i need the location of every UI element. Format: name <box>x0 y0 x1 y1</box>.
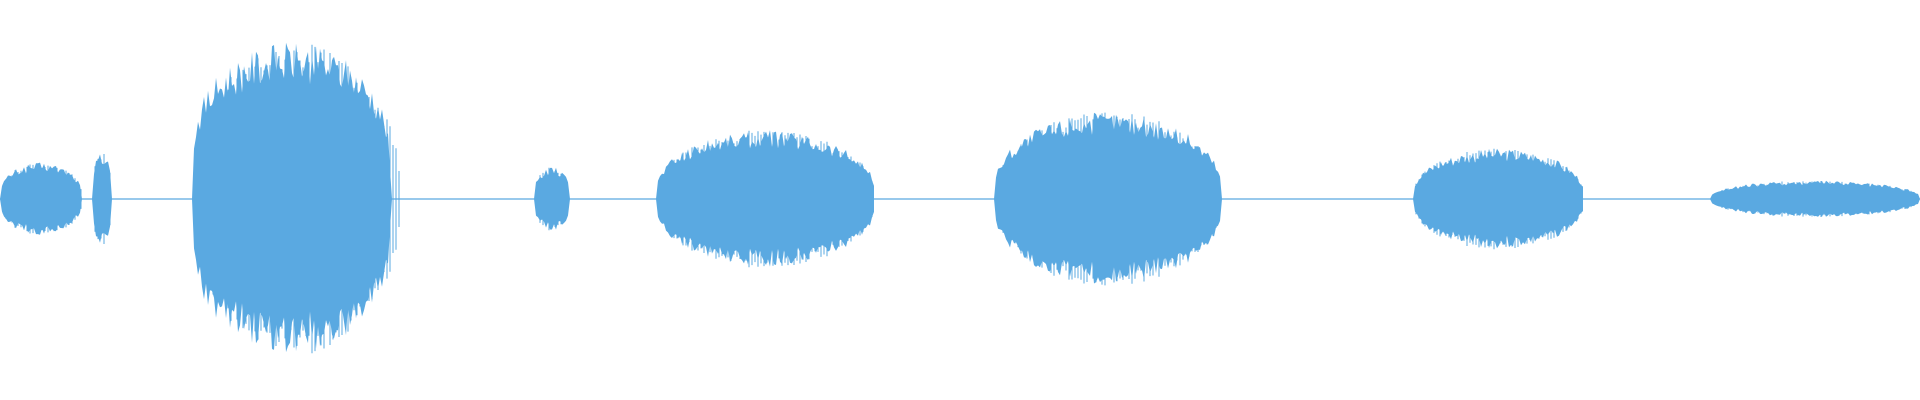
audio-waveform <box>0 42 1920 354</box>
